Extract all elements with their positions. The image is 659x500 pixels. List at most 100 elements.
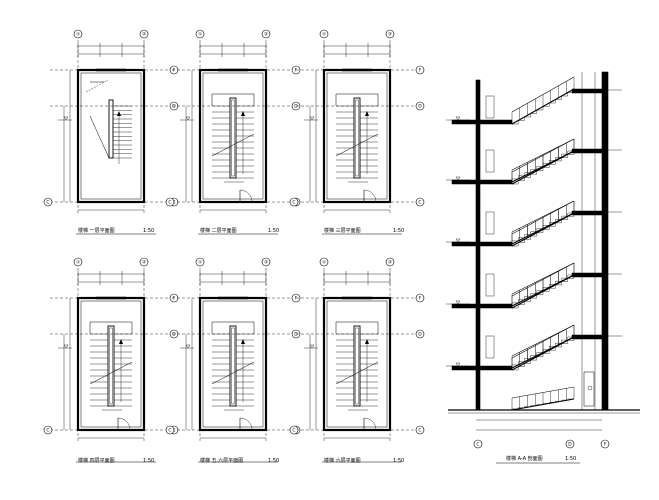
break-line: [211, 133, 255, 157]
grid-bubble-top-right: ②: [385, 257, 395, 267]
section-grid-bubble-right-label: F: [604, 442, 607, 448]
door-swing: [363, 189, 377, 203]
grid-bubble-bottom-left: C: [165, 197, 175, 207]
stair-wall-inner: [80, 300, 142, 428]
plan-2-title: 楼梯 二层平面图: [200, 227, 237, 234]
grid-bubble-side-top-circle: [415, 65, 425, 75]
stair-well-rail: [229, 325, 237, 407]
grid-bubble-bottom-right-label: C: [418, 428, 421, 434]
section-scale: 1:50: [565, 456, 576, 462]
grid-bubble-side-mid-label: D: [418, 104, 422, 110]
stair-well-rail-inner: [231, 99, 235, 177]
stair-wall-inner: [326, 300, 388, 428]
grid-bubble-bottom-left-circle: [165, 425, 175, 435]
grid-bubble-side-mid: D: [415, 101, 425, 111]
section-wall-right: [601, 71, 609, 411]
grid-bubble-side-top-label: F: [173, 68, 176, 74]
grid-bubble-bottom-left: C: [43, 197, 53, 207]
grid-bubble-top-right: ②: [261, 257, 271, 267]
grid-bubble-bottom-left: C: [43, 425, 53, 435]
grid-bubble-bottom-left-circle: [43, 197, 53, 207]
grid-bubble-bottom-right-circle: [415, 197, 425, 207]
stair-well-rail: [353, 325, 361, 407]
section-window: [485, 273, 495, 297]
grid-bubble-side-mid: D: [415, 329, 425, 339]
grid-bubble-bottom-right: C: [415, 197, 425, 207]
grid-bubble-side-mid-label: D: [172, 332, 176, 338]
grid-bubble-bottom-left: C: [289, 197, 299, 207]
grid-bubble-top-right-label: ②: [142, 260, 146, 266]
stair-well-rail-inner: [355, 99, 359, 177]
break-line: [211, 361, 255, 385]
direction-arrow-head: [365, 111, 369, 116]
stair-well-rail-inner: [109, 327, 113, 405]
grid-bubble-top-left-label: ①: [76, 260, 80, 266]
grid-bubble-side-top: F: [415, 65, 425, 75]
section-grid-bubble-left: C: [473, 439, 483, 449]
grid-bubble-top-right-label: ②: [142, 32, 146, 38]
level-triangle: [455, 362, 461, 367]
grid-bubble-bottom-left-label: C: [46, 200, 49, 206]
grid-bubble-bottom-left-label: C: [46, 428, 49, 434]
level-triangle: [63, 116, 69, 121]
section-window: [485, 211, 495, 235]
section-title: 楼梯 A-A 剖面图: [506, 455, 543, 462]
grid-bubble-top-right-circle: [139, 257, 149, 267]
stair-well-rail-inner: [355, 327, 359, 405]
stair-plan-3: ① ② F D C C: [289, 29, 425, 235]
grid-bubble-top-right-circle: [261, 29, 271, 39]
grid-bubble-top-right: ②: [385, 29, 395, 39]
grid-bubble-top-left-label: ①: [198, 260, 202, 266]
direction-arrow-head: [241, 111, 245, 116]
grid-bubble-bottom-left: C: [165, 425, 175, 435]
grid-bubble-bottom-left-circle: [165, 197, 175, 207]
stair-wall-inner: [326, 72, 388, 200]
grid-bubble-top-left-label: ①: [322, 260, 326, 266]
section-grid-bubble-right-circle: [600, 439, 610, 449]
stair-well-rail-inner: [231, 327, 235, 405]
level-triangle: [455, 176, 461, 181]
level-triangle: [185, 116, 191, 121]
grid-bubble-top-right-circle: [385, 257, 395, 267]
grid-bubble-top-right-circle: [139, 29, 149, 39]
section-landing-slab: [571, 88, 603, 94]
plan-1-scale: 1:50: [143, 228, 154, 234]
level-triangle: [63, 344, 69, 349]
grid-bubble-top-right-label: ②: [264, 260, 268, 266]
grid-bubble-side-top-label: F: [295, 296, 298, 302]
door-swing: [239, 189, 253, 203]
section-landing-slab: [571, 272, 603, 278]
grid-bubble-top-left-circle: [195, 257, 205, 267]
grid-bubble-top-left-circle: [319, 29, 329, 39]
stair-wall-inner: [202, 72, 264, 200]
door-swing: [117, 417, 131, 431]
break-line: [89, 361, 133, 385]
grid-bubble-side-mid-label: D: [294, 104, 298, 110]
plan-5-title: 楼梯 五,六层平面图: [200, 457, 243, 464]
break-line: [335, 361, 379, 385]
level-triangle: [455, 238, 461, 243]
grid-bubble-side-mid-circle: [415, 101, 425, 111]
section-grid-bubble-left-circle: [473, 439, 483, 449]
direction-arrow-head: [117, 111, 121, 116]
plan-5-scale: 1:50: [268, 458, 279, 464]
section-grid-bubble-left-label: C: [476, 442, 479, 448]
section-floor-slab: [451, 303, 513, 309]
grid-bubble-top-left: ①: [319, 29, 329, 39]
grid-bubble-top-left: ①: [73, 257, 83, 267]
grid-bubble-top-right-label: ②: [388, 260, 392, 266]
grid-bubble-side-top-label: F: [419, 68, 422, 74]
door-swing: [363, 417, 377, 431]
plan-6-scale: 1:50: [393, 458, 404, 464]
plan-6-title: 楼梯 六层平面图: [324, 457, 361, 464]
break-line: [335, 133, 379, 157]
grid-bubble-bottom-right: C: [415, 425, 425, 435]
grid-bubble-top-left-label: ①: [76, 32, 80, 38]
